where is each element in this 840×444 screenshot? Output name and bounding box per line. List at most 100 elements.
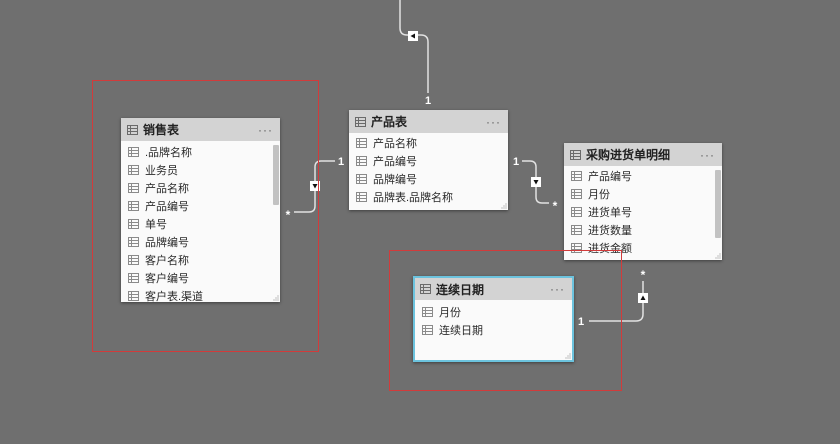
more-options-button[interactable]: ··· [486,114,501,129]
table-header[interactable]: 产品表 ··· [349,110,508,133]
field-label: 产品名称 [145,183,189,195]
relationship-sales-product[interactable]: * 1 [286,156,344,222]
field-row[interactable]: 产品名称 [121,179,280,197]
relationship-line[interactable] [399,0,429,93]
field-label: 月份 [588,189,610,201]
field-row[interactable]: 品牌编号 [349,170,508,188]
field-row[interactable]: 产品编号 [349,152,508,170]
table-card[interactable]: 销售表 ··· .品牌名称 业务员 产品名称 产品编号 单号 品牌编号 客户名称… [121,118,280,302]
field-label: 月份 [439,307,461,319]
field-row[interactable]: 进货单号 [564,203,722,221]
cardinality-label: * [641,268,646,282]
triangle-down-icon [531,177,541,187]
scrollbar-thumb[interactable] [715,170,721,238]
more-options-button[interactable]: ··· [550,282,565,296]
column-icon [356,192,367,202]
column-icon [356,174,367,184]
scrollbar-thumb[interactable] [273,145,279,205]
relationship-top[interactable]: 1 [399,0,431,107]
field-row[interactable]: 连续日期 [415,321,572,339]
field-row[interactable]: .品牌名称 [121,143,280,161]
field-row[interactable]: 进货金额 [564,239,722,257]
column-icon [128,165,139,175]
field-label: 进货数量 [588,225,632,237]
resize-grip-icon[interactable] [501,203,507,209]
field-label: 进货金额 [588,243,632,255]
triangle-left-icon [408,31,418,41]
resize-grip-icon[interactable] [565,353,571,359]
triangle-down-icon [310,181,320,191]
field-label: 客户编号 [145,273,189,285]
field-list: .品牌名称 业务员 产品名称 产品编号 单号 品牌编号 客户名称 客户编号 客户… [121,141,280,302]
relationship-purchase-date[interactable]: * 1 [578,268,648,328]
field-row[interactable]: 客户名称 [121,251,280,269]
field-row[interactable]: 进货数量 [564,221,722,239]
field-row[interactable]: 产品名称 [349,134,508,152]
field-list: 产品编号 月份 进货单号 进货数量 进货金额 [564,166,722,257]
table-card[interactable]: 采购进货单明细 ··· 产品编号 月份 进货单号 进货数量 进货金额 [564,143,722,260]
field-row[interactable]: 单号 [121,215,280,233]
field-label: .品牌名称 [145,147,193,159]
cardinality-label: 1 [578,316,584,328]
field-row[interactable]: 产品编号 [564,167,722,185]
column-icon [128,255,139,265]
field-row[interactable]: 月份 [564,185,722,203]
column-icon [571,243,582,253]
column-icon [422,325,433,335]
more-options-button[interactable]: ··· [700,147,715,162]
field-row[interactable]: 月份 [415,303,572,321]
table-icon [420,284,431,294]
field-label: 业务员 [145,165,178,177]
resize-grip-icon[interactable] [273,295,279,301]
column-icon [571,189,582,199]
field-row[interactable]: 品牌编号 [121,233,280,251]
more-options-button[interactable]: ··· [258,122,273,137]
table-title: 连续日期 [436,282,485,297]
table-card-selected[interactable]: 连续日期 ··· 月份 连续日期 [413,276,574,362]
field-label: 产品编号 [373,156,417,168]
column-icon [128,147,139,157]
field-label: 产品名称 [373,138,417,150]
resize-grip-icon[interactable] [715,253,721,259]
cardinality-label: * [286,208,291,222]
field-label: 连续日期 [439,325,483,337]
field-row[interactable]: 客户表.渠道 [121,287,280,302]
column-icon [128,183,139,193]
table-card[interactable]: 产品表 ··· 产品名称 产品编号 品牌编号 品牌表.品牌名称 [349,110,508,210]
table-header[interactable]: 销售表 ··· [121,118,280,141]
field-label: 产品编号 [588,171,632,183]
table-header[interactable]: 采购进货单明细 ··· [564,143,722,166]
cardinality-label: 1 [425,95,431,107]
field-label: 客户表.渠道 [145,291,204,302]
field-label: 品牌编号 [373,174,417,186]
relationship-line[interactable] [589,281,644,322]
field-list: 月份 连续日期 [415,300,572,339]
relationship-product-purchase[interactable]: 1 * [513,156,558,213]
field-label: 品牌表.品牌名称 [373,192,454,204]
cardinality-label: 1 [513,156,519,168]
table-title: 销售表 [143,123,180,137]
table-icon [127,124,138,135]
table-title: 产品表 [371,115,408,129]
column-icon [422,307,433,317]
table-icon [570,149,581,160]
column-icon [571,225,582,235]
column-icon [571,171,582,181]
cardinality-label: * [553,199,558,213]
column-icon [128,273,139,283]
field-label: 产品编号 [145,201,189,213]
field-row[interactable]: 品牌表.品牌名称 [349,188,508,206]
column-icon [128,237,139,247]
field-list: 产品名称 产品编号 品牌编号 品牌表.品牌名称 [349,133,508,206]
table-title: 采购进货单明细 [586,148,671,162]
field-row[interactable]: 客户编号 [121,269,280,287]
cardinality-label: 1 [338,156,344,168]
column-icon [128,201,139,211]
field-row[interactable]: 产品编号 [121,197,280,215]
field-label: 进货单号 [588,207,632,219]
field-label: 品牌编号 [145,237,189,249]
table-header[interactable]: 连续日期 ··· [415,278,572,300]
column-icon [571,207,582,217]
field-row[interactable]: 业务员 [121,161,280,179]
